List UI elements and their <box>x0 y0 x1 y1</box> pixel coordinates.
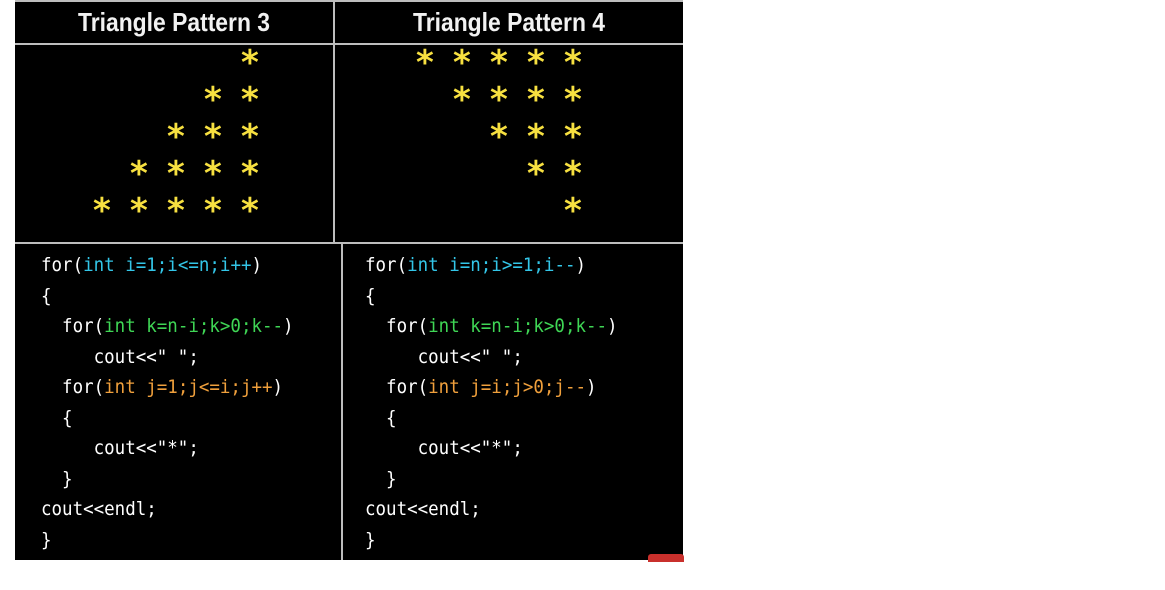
code-line: { <box>365 284 376 307</box>
code-line: { <box>365 406 397 429</box>
code-token: int i=1;i<=n;i++ <box>83 254 252 276</box>
code-token: for( <box>365 376 429 398</box>
star-glyph: * <box>241 154 259 194</box>
video-badge <box>648 554 684 562</box>
star-glyph: * <box>204 154 222 194</box>
pattern-slide: Triangle Pattern 3 Triangle Pattern 4 **… <box>15 0 683 560</box>
code-token: int k=n-i;k>0;k-- <box>104 315 284 337</box>
code-line: { <box>41 284 52 307</box>
column-divider-bottom <box>341 244 343 560</box>
code-token: ) <box>586 376 597 398</box>
star-glyph: * <box>204 80 222 120</box>
star-glyph: * <box>564 191 582 231</box>
code-token: ) <box>251 254 263 276</box>
code-token: for( <box>365 315 429 337</box>
code-token: for( <box>41 376 105 398</box>
code-token: for( <box>41 254 84 276</box>
code-pattern-4: for(int i=n;i>=1;i--){ for(int k=n-i;k>0… <box>365 250 618 555</box>
code-line: for(int k=n-i;k>0;k--) <box>365 311 618 342</box>
star-glyph: * <box>167 191 185 231</box>
code-token: int i=n;i>=1;i-- <box>407 254 576 276</box>
star-glyph: * <box>453 80 471 120</box>
star-glyph: * <box>490 80 508 120</box>
code-line: cout<<" "; <box>41 345 199 368</box>
column-divider-top <box>333 0 335 244</box>
code-line: for(int j=i;j>0;j--) <box>365 372 618 403</box>
code-token: ) <box>283 315 294 337</box>
star-glyph: * <box>130 154 148 194</box>
star-glyph: * <box>93 191 111 231</box>
star-glyph: * <box>527 43 545 83</box>
code-line: for(int j=1;j<=i;j++) <box>41 372 294 403</box>
title-divider <box>15 43 683 45</box>
code-token: int k=n-i;k>0;k-- <box>428 315 608 337</box>
star-glyph: * <box>527 117 545 157</box>
code-token: ) <box>272 376 284 398</box>
panel-title-pattern-3: Triangle Pattern 3 <box>77 7 271 37</box>
star-glyph: * <box>241 43 259 83</box>
star-glyph: * <box>204 191 222 231</box>
code-token: int j=i;j>0;j-- <box>428 376 587 398</box>
star-glyph: * <box>130 191 148 231</box>
code-token: ) <box>607 315 618 337</box>
code-line: cout<<"*"; <box>41 437 199 459</box>
code-line: for(int k=n-i;k>0;k--) <box>41 311 294 342</box>
top-border <box>15 0 683 2</box>
star-glyph: * <box>564 80 582 120</box>
star-glyph: * <box>564 43 582 83</box>
code-line: } <box>41 528 52 551</box>
code-token: for( <box>41 315 105 337</box>
star-glyph: * <box>453 43 471 83</box>
star-glyph: * <box>241 117 259 157</box>
code-line: } <box>365 528 376 551</box>
code-line: cout<<" "; <box>365 345 523 368</box>
star-glyph: * <box>490 43 508 83</box>
star-glyph: * <box>527 154 545 194</box>
star-glyph: * <box>564 154 582 194</box>
code-line: cout<<"*"; <box>365 437 523 459</box>
code-line: } <box>41 467 73 490</box>
star-glyph: * <box>564 117 582 157</box>
star-glyph: * <box>241 80 259 120</box>
star-glyph: * <box>167 117 185 157</box>
star-glyph: * <box>241 191 259 231</box>
star-glyph: * <box>167 154 185 194</box>
code-line: cout<<endl; <box>41 498 157 520</box>
code-token: ) <box>575 254 587 276</box>
star-glyph: * <box>204 117 222 157</box>
code-line: { <box>41 406 73 429</box>
code-line: cout<<endl; <box>365 498 481 520</box>
code-line: } <box>365 467 397 490</box>
code-pattern-3: for(int i=1;i<=n;i++){ for(int k=n-i;k>0… <box>41 250 294 555</box>
star-glyph: * <box>527 80 545 120</box>
pattern-code-divider <box>15 242 683 244</box>
star-glyph: * <box>416 43 434 83</box>
star-glyph: * <box>490 117 508 157</box>
code-token: for( <box>365 254 408 276</box>
code-token: int j=1;j<=i;j++ <box>104 376 273 398</box>
code-line: for(int i=1;i<=n;i++) <box>41 250 294 281</box>
code-line: for(int i=n;i>=1;i--) <box>365 250 618 281</box>
panel-title-pattern-4: Triangle Pattern 4 <box>412 7 606 37</box>
